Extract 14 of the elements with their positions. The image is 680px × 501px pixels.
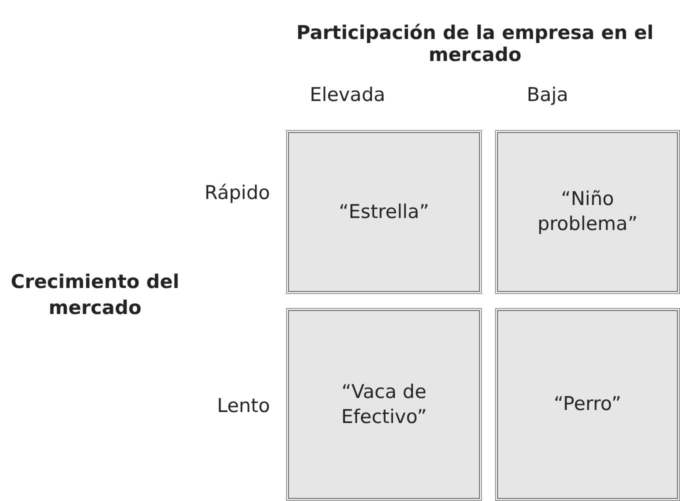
matrix-cell <box>288 310 480 499</box>
axis-title: Participación de la empresa en el mercado <box>295 22 655 66</box>
column-header: Baja <box>526 84 570 106</box>
quadrant-label: “Niño problema” <box>536 187 639 237</box>
matrix-cell <box>497 132 678 292</box>
matrix-cell <box>288 132 480 292</box>
axis-title: Crecimiento del mercado <box>10 270 180 321</box>
matrix-cell <box>497 310 678 499</box>
column-header: Elevada <box>308 84 386 106</box>
row-header: Rápido <box>204 182 270 204</box>
row-header: Lento <box>216 395 270 417</box>
quadrant-label: “Vaca de Efectivo” <box>340 380 428 430</box>
quadrant-label: “Estrella” <box>338 200 430 224</box>
quadrant-label: “Perro” <box>554 392 622 417</box>
